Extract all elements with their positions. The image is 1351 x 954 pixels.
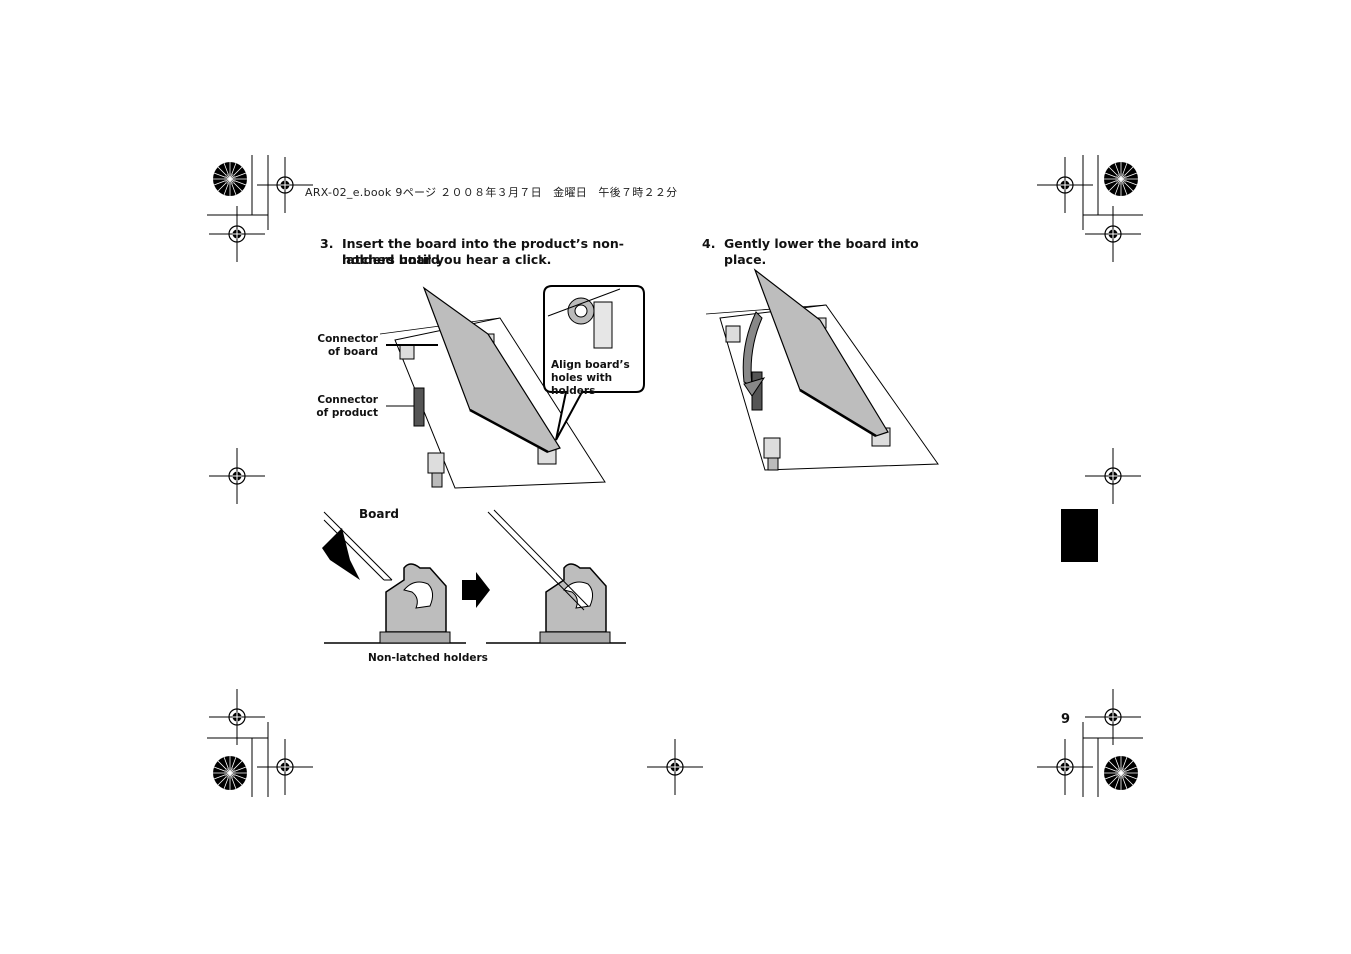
registration-mark-icon — [646, 738, 704, 796]
label-line: Align board’s — [551, 359, 630, 371]
page-number: 9 — [1061, 712, 1071, 727]
color-wheel-icon — [212, 755, 248, 791]
label-connector-of-product: Connector of product — [296, 394, 378, 420]
registration-mark-icon — [1084, 205, 1142, 263]
label-connector-of-board: Connector of board — [300, 333, 378, 359]
registration-mark-icon — [208, 688, 266, 746]
step-text-line1: Insert the board into the product’s non-… — [342, 236, 624, 267]
step-4: 4. Gently lower the board into place. — [702, 236, 962, 267]
registration-mark-icon — [256, 738, 314, 796]
figure-holder-detail — [322, 509, 626, 644]
label-non-latched-holders: Non-latched holders — [368, 652, 488, 664]
running-head: ARX-02_e.book 9ページ ２００８年３月７日 金曜日 午後７時２２分 — [305, 186, 678, 199]
label-line: Connector — [317, 394, 378, 406]
registration-mark-icon — [1036, 738, 1094, 796]
section-tab — [1061, 509, 1098, 562]
color-wheel-icon — [212, 161, 248, 197]
step-text-line1: Gently lower the board into place. — [724, 236, 919, 267]
arrow-right-icon — [462, 572, 490, 608]
step-text-line2: holders until you hear a click. — [342, 252, 552, 267]
label-line: Connector — [317, 333, 378, 345]
label-line: holes with holders — [551, 372, 613, 397]
label-board: Board — [359, 507, 399, 521]
registration-mark-icon — [208, 205, 266, 263]
label-callout: Align board’s holes with holders — [551, 359, 643, 398]
color-wheel-icon — [1103, 161, 1139, 197]
registration-mark-icon — [208, 447, 266, 505]
figure-insert-board — [379, 285, 645, 489]
step-3: 3. Insert the board into the product’s n… — [320, 236, 660, 270]
registration-mark-icon — [1084, 447, 1142, 505]
figure-lower-board — [705, 268, 939, 471]
step-number: 3. — [320, 236, 334, 251]
registration-mark-icon — [1036, 156, 1094, 214]
color-wheel-icon — [1103, 755, 1139, 791]
label-line: of board — [328, 346, 378, 358]
label-line: of product — [316, 407, 378, 419]
registration-mark-icon — [1084, 688, 1142, 746]
step-number: 4. — [702, 236, 716, 251]
